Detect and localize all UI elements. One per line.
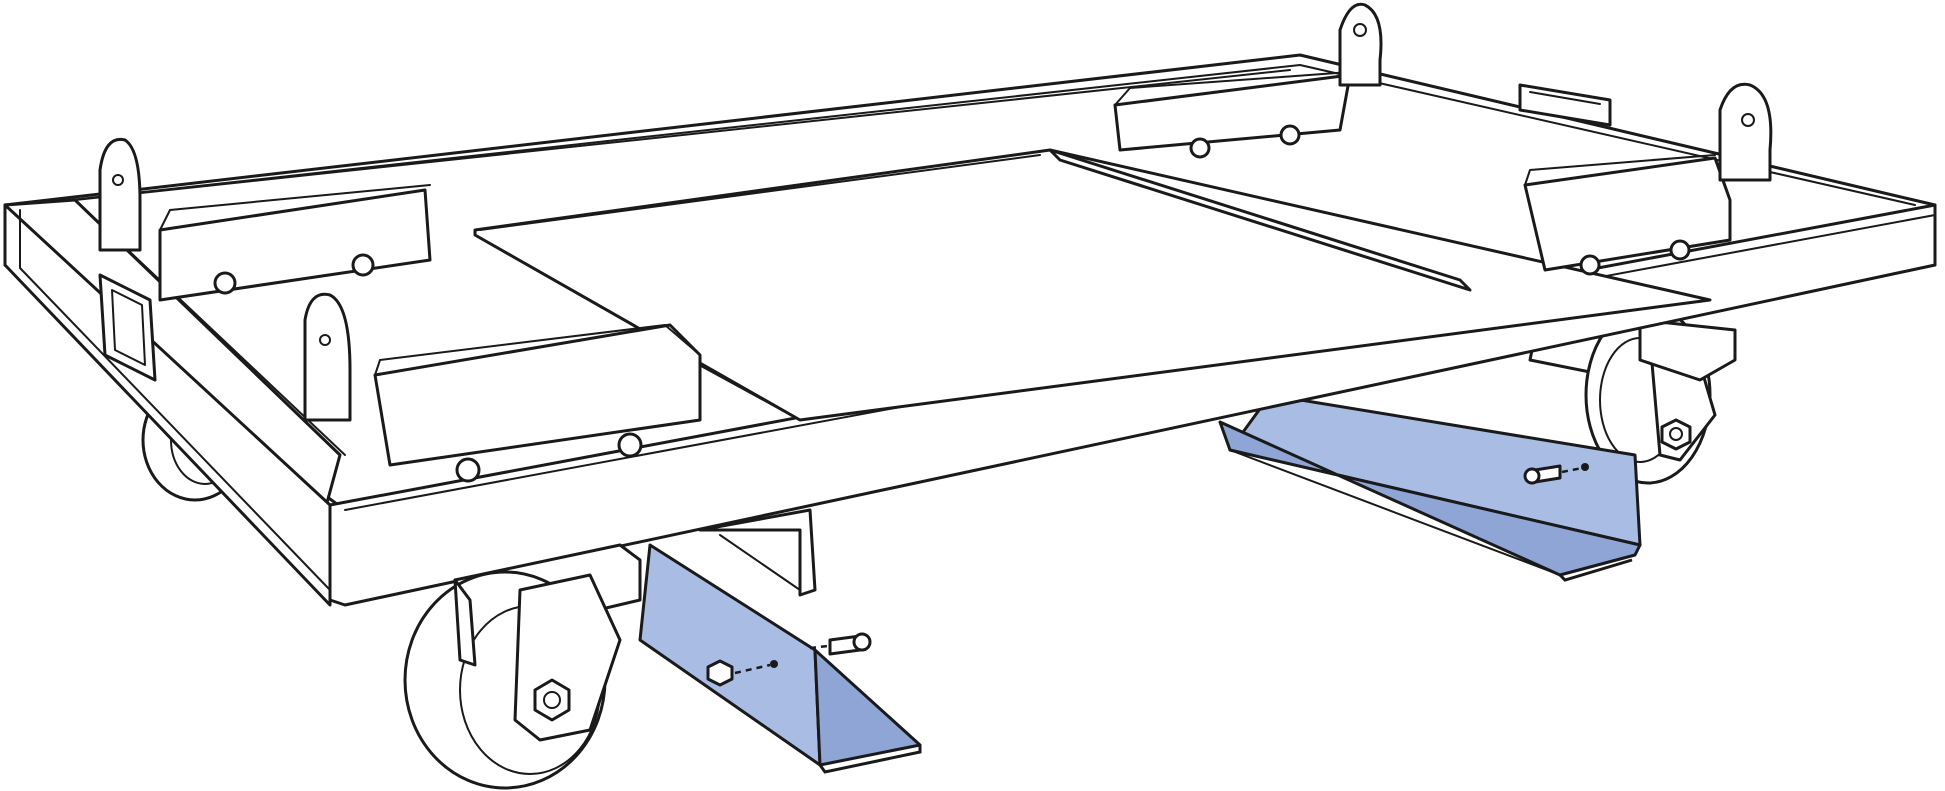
- screw-icon: [1523, 464, 1562, 485]
- mounting-pad-rear-left: [158, 184, 432, 302]
- screw-icon: [828, 632, 872, 656]
- lifting-lug-rear-left: [98, 137, 142, 252]
- mounting-pad-front-left: [373, 323, 702, 483]
- caster-front-left: [403, 543, 642, 790]
- bracket-front: [638, 543, 922, 774]
- handle-left: [98, 273, 157, 382]
- caster-rear-right: [1528, 305, 1737, 485]
- mounting-pad-rear-right: [1113, 71, 1352, 159]
- lifting-lug-front-right: [1718, 82, 1773, 182]
- nut-icon: [533, 678, 571, 722]
- nut-icon: [706, 659, 734, 687]
- mounting-pad-front-right: [1523, 154, 1732, 276]
- bracket-rear-right: [1218, 393, 1642, 582]
- nut-icon: [1660, 418, 1692, 451]
- lifting-lug-front-left: [303, 292, 352, 422]
- frame-front-lip: [698, 508, 817, 597]
- lifting-lug-rear-right: [1338, 2, 1383, 87]
- handle-right: [1518, 83, 1612, 127]
